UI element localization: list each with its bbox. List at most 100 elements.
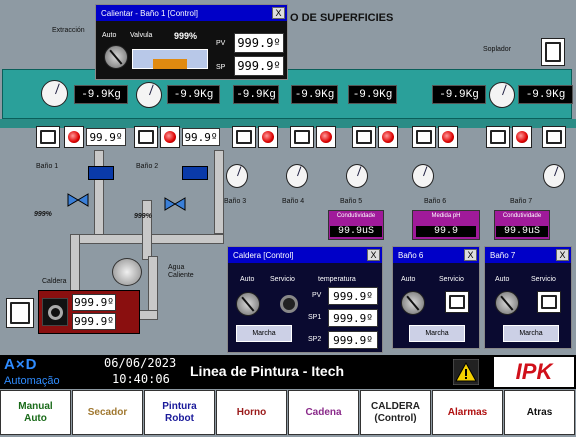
calentar-valve-bar-fill [153, 59, 187, 69]
bath-4-status-led [316, 126, 336, 148]
horno-button[interactable]: Horno [216, 390, 287, 435]
bath-6-pump-icon[interactable] [412, 126, 436, 148]
valve-2-icon[interactable] [163, 194, 187, 214]
brand-name: Automação [4, 375, 60, 387]
secador-button[interactable]: Secador [72, 390, 143, 435]
bath-2-status-led [160, 126, 180, 148]
close-icon[interactable]: X [272, 7, 285, 19]
bath-6-label: Baño 6 [424, 198, 447, 205]
soplador-motor-icon[interactable] [541, 38, 565, 66]
bano-6-servicio-pump-icon [445, 291, 469, 313]
pipe-agua [142, 200, 152, 260]
caldera-control-button[interactable]: CALDERA (Control) [360, 390, 431, 435]
caldera-servicio-indicator-icon [280, 295, 298, 313]
extraccion-gauge-icon [41, 80, 68, 107]
valve-1-icon[interactable] [66, 190, 90, 210]
led-icon [442, 131, 454, 143]
footer-time: 10:40:06 [112, 372, 170, 386]
footer-date: 06/06/2023 [104, 356, 177, 370]
bath-5-gauge-icon [346, 164, 368, 188]
ph-value: 99.9 [416, 226, 476, 237]
weight-readout-7: -9.9Kg [518, 85, 573, 104]
caldera-marcha-button[interactable]: Marcha [236, 325, 292, 342]
bath-7b-gauge-icon [543, 164, 565, 188]
pintura-robot-button-label: Pintura Robot [162, 401, 197, 424]
caldera-control-button-label: CALDERA (Control) [371, 401, 420, 424]
bath-5-pump-icon[interactable] [352, 126, 376, 148]
calentar-valve-bar [132, 49, 208, 69]
manual-auto-button[interactable]: Manual Auto [0, 390, 71, 435]
caldera-fan-icon[interactable] [6, 298, 34, 328]
manual-auto-button-label: Manual Auto [18, 401, 53, 424]
alarmas-button[interactable]: Alarmas [432, 390, 503, 435]
soplador-label: Soplador [483, 46, 512, 53]
calentar-auto-knob-icon[interactable] [104, 45, 128, 69]
burner-ring-icon [48, 305, 63, 320]
bath-6-gauge-icon [412, 164, 434, 188]
warning-icon[interactable] [453, 359, 479, 385]
pintura-robot-button[interactable]: Pintura Robot [144, 390, 215, 435]
bano-7-panel: Baño 7 X Auto Servicio Marcha [484, 246, 572, 349]
caldera-pv-label: PV [312, 292, 322, 299]
bath-5-label: Baño 5 [340, 198, 363, 205]
bath-3-pump-icon[interactable] [232, 126, 256, 148]
caldera-control-panel: Caldera [Control] X Auto Servicio temper… [227, 246, 383, 353]
pipe-bath2-down [214, 150, 224, 234]
bath-7-status-led [512, 126, 532, 148]
bano-7-auto-label: Auto [495, 276, 510, 283]
weight-readout-6: -9.9Kg [432, 85, 486, 104]
extraccion-label: Extracción [52, 27, 85, 34]
pipe-return [148, 256, 158, 316]
footer-bar: A×D Automação 06/06/2023 10:40:06 Linea … [0, 355, 576, 389]
bath-5-status-led [378, 126, 398, 148]
soplador-pump-icon[interactable] [542, 126, 566, 148]
bath-1-label: Baño 1 [36, 163, 59, 170]
bano-6-auto-knob-icon[interactable] [401, 291, 425, 315]
caldera-auto-label: Auto [240, 276, 255, 283]
caldera-pv: 999.9º [72, 294, 116, 311]
cadena-button[interactable]: Cadena [288, 390, 359, 435]
pipe-bath1-down [94, 150, 104, 244]
bano-7-servicio-label: Servicio [531, 276, 556, 283]
caldera-auto-knob-icon[interactable] [236, 292, 260, 316]
bath-2-gauge-icon [136, 82, 162, 108]
bath-1-temp: 99.9º [86, 128, 126, 146]
bath-4-pump-icon[interactable] [290, 126, 314, 148]
calentar-sp[interactable]: 999.9º [234, 56, 284, 76]
caldera-control-title: Caldera [Control] [228, 247, 382, 263]
bath-3-gauge-icon [226, 164, 248, 188]
weight-readout-1: -9.9Kg [74, 85, 128, 104]
conductivity-1-label: Condutividade [336, 213, 376, 219]
bano-7-auto-knob-icon[interactable] [495, 291, 519, 315]
agua-caliente-label: Agua Caliente [168, 264, 194, 279]
bath-2-pump-icon[interactable] [134, 126, 158, 148]
bano-7-servicio-pump-icon [537, 291, 561, 313]
conductivity-box-1: Condutividade 99.9uS [328, 210, 384, 240]
calentar-title: Calientar - Baño 1 [Control] [96, 5, 287, 21]
caldera-temperatura-label: temperatura [318, 276, 356, 283]
calentar-sp-label: SP [216, 64, 226, 71]
caldera-label: Caldera [42, 278, 67, 285]
calentar-pv: 999.9º [234, 33, 284, 53]
bath-1-heater-icon [88, 166, 114, 180]
caldera-control-sp2[interactable]: 999.9º [328, 331, 378, 349]
atras-button[interactable]: Atras [504, 390, 575, 435]
caldera-control-pv: 999.9º [328, 287, 378, 305]
pump-icon[interactable] [112, 258, 142, 286]
bath-4-gauge-icon [286, 164, 308, 188]
close-icon[interactable]: X [367, 249, 380, 261]
close-icon[interactable]: X [464, 249, 477, 261]
close-icon[interactable]: X [556, 249, 569, 261]
bano-7-marcha-button[interactable]: Marcha [503, 325, 559, 342]
weight-readout-2: -9.9Kg [167, 85, 220, 104]
bath-2-label: Baño 2 [136, 163, 159, 170]
weight-readout-4: -9.9Kg [291, 85, 338, 104]
bano-6-marcha-button[interactable]: Marcha [409, 325, 465, 342]
caldera-control-sp1[interactable]: 999.9º [328, 309, 378, 327]
caldera-sp2-label: SP2 [308, 336, 322, 343]
bath-1-pump-icon[interactable] [36, 126, 60, 148]
conductivity-1-value: 99.9uS [330, 226, 382, 237]
bath-7-pump-icon[interactable] [486, 126, 510, 148]
bath-3-label: Baño 3 [224, 198, 247, 205]
